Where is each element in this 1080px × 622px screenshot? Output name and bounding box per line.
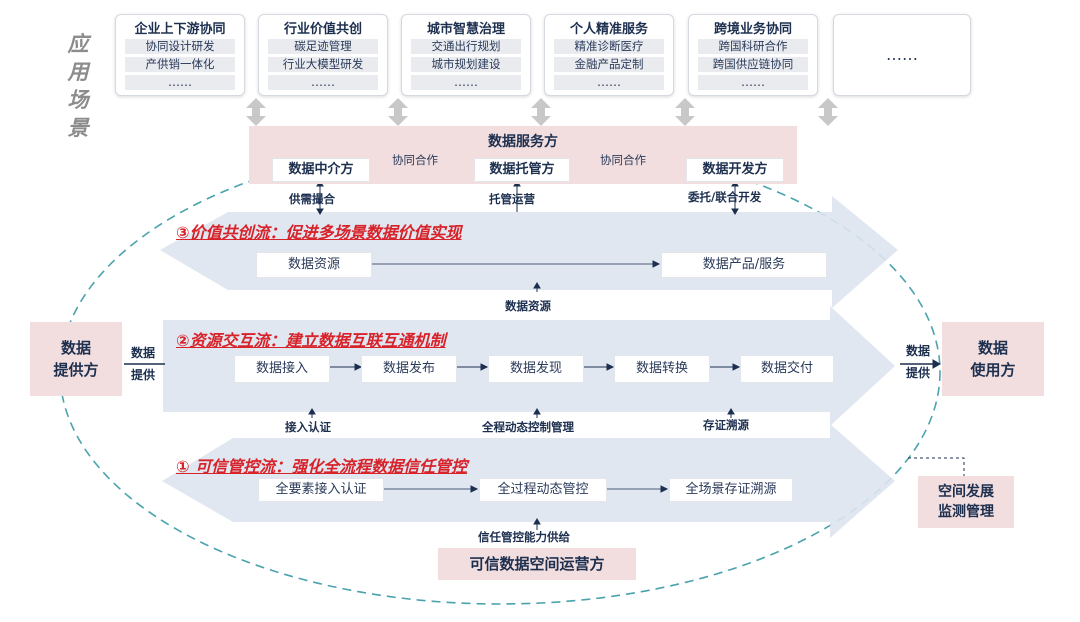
trust-supply-label: 信任管控能力供给 [478, 530, 570, 544]
user-box: 数据 使用方 [942, 322, 1044, 396]
intermediary-node: 数据中介方 [272, 158, 370, 182]
provider-arrow-bottom: 提供 [130, 368, 155, 382]
scenario-label: 应用场景 [67, 32, 89, 140]
resource-node-discover: 数据发现 [488, 355, 584, 383]
coop-label: 协同合作 [392, 153, 438, 167]
scenario-title: 企业上下游协同 [134, 22, 226, 37]
scenario-item: 交通出行规划 [411, 39, 521, 54]
trust-node-trace: 全场景存证溯源 [669, 478, 793, 502]
full-control-label: 全程动态控制管理 [482, 420, 574, 434]
scenario-item: 碳足迹管理 [268, 39, 378, 54]
trust-flow-title: ① 可信管控流：强化全流程数据信任管控 [176, 457, 468, 476]
resource-flow-title: ②资源交互流：建立数据互联互通机制 [176, 331, 446, 350]
scenario-card-more: …… [833, 14, 971, 96]
user-line2: 使用方 [970, 361, 1016, 379]
scenario-item: 产供销一体化 [125, 57, 235, 72]
scenario-title: 行业价值共创 [283, 22, 362, 37]
value-flow-band [160, 196, 898, 308]
value-flow-title: ③价值共创流：促进多场景数据价值实现 [176, 223, 462, 242]
resource-node-publish: 数据发布 [361, 355, 457, 383]
service-title: 数据服务方 [488, 134, 558, 150]
scenario-more: …… [554, 75, 664, 90]
scenario-item: 跨国科研合作 [698, 39, 808, 54]
supply-demand-label: 供需撮合 [289, 192, 335, 206]
provider-arrow-label: 数据 提供 [124, 342, 162, 386]
custodian-node: 数据托管方 [474, 158, 570, 182]
scenario-more: …… [886, 45, 918, 64]
resource-node-deliver: 数据交付 [740, 355, 834, 383]
scenario-card-personal: 个人精准服务 精准诊断医疗 金融产品定制 …… [544, 14, 674, 96]
user-arrow-bottom: 提供 [905, 366, 930, 380]
scenario-item: 精准诊断医疗 [554, 39, 664, 54]
user-arrow-label: 数据 提供 [898, 340, 938, 384]
scenario-item: 城市规划建设 [411, 57, 521, 72]
double-arrows [246, 98, 838, 126]
scenario-card-industry: 行业价值共创 碳足迹管理 行业大模型研发 …… [258, 14, 388, 96]
developer-node: 数据开发方 [686, 158, 784, 182]
trust-node-control: 全过程动态管控 [479, 478, 607, 502]
monitor-box: 空间发展 监测管理 [918, 476, 1014, 528]
scenario-title: 跨境业务协同 [713, 22, 792, 37]
monitor-line1: 空间发展 [938, 484, 994, 500]
trust-node-auth: 全要素接入认证 [258, 478, 384, 502]
access-auth-label: 接入认证 [285, 420, 331, 434]
custody-ops-label: 托管运营 [489, 192, 535, 206]
resource-node-access: 数据接入 [234, 355, 330, 383]
scenario-more: …… [268, 75, 378, 90]
scenario-item: 协同设计研发 [125, 39, 235, 54]
value-node-resource: 数据资源 [256, 252, 372, 278]
provider-line2: 提供方 [53, 361, 99, 379]
operator-box: 可信数据空间运营方 [438, 548, 636, 580]
scenario-card-city: 城市智慧治理 交通出行规划 城市规划建设 …… [401, 14, 531, 96]
user-line1: 数据 [977, 339, 1008, 357]
joint-dev-label: 委托/联合开发 [688, 190, 762, 204]
trace-label: 存证溯源 [703, 418, 749, 432]
coop-label: 协同合作 [600, 153, 646, 167]
scenario-title: 城市智慧治理 [426, 22, 505, 37]
scenario-title: 个人精准服务 [569, 22, 648, 37]
scenario-more: …… [125, 75, 235, 90]
monitor-line2: 监测管理 [938, 504, 994, 520]
scenario-item: 金融产品定制 [554, 57, 664, 72]
provider-arrow-top: 数据 [130, 346, 155, 360]
provider-line1: 数据 [60, 339, 91, 357]
scenario-item: 行业大模型研发 [268, 57, 378, 72]
resource-node-transform: 数据转换 [614, 355, 710, 383]
user-arrow-top: 数据 [905, 344, 930, 358]
value-node-product: 数据产品/服务 [661, 252, 827, 278]
scenario-more: …… [411, 75, 521, 90]
provider-box: 数据 提供方 [30, 322, 122, 396]
data-resource-label: 数据资源 [505, 299, 551, 313]
scenario-more: …… [698, 75, 808, 90]
scenario-card-enterprise: 企业上下游协同 协同设计研发 产供销一体化 …… [115, 14, 245, 96]
scenario-item: 跨国供应链协同 [698, 57, 808, 72]
scenario-card-crossborder: 跨境业务协同 跨国科研合作 跨国供应链协同 …… [688, 14, 818, 96]
